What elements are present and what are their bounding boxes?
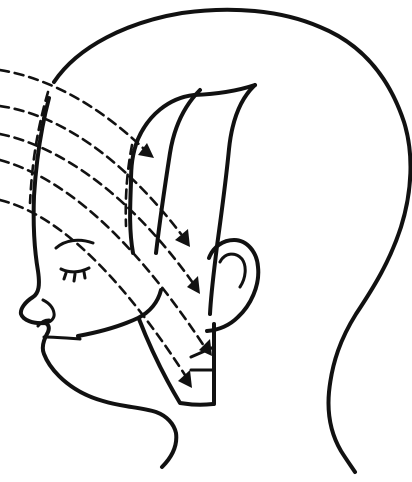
- arrowhead-2: [175, 229, 190, 247]
- face-profile: [21, 98, 176, 467]
- bandage-inner-line: [156, 90, 200, 253]
- ear-inner: [220, 254, 245, 287]
- eye-lash-3: [84, 272, 85, 278]
- jaw-wrap: [78, 290, 161, 336]
- mouth-line: [44, 337, 80, 339]
- arrowhead-1: [138, 143, 154, 158]
- dashed-arrow-5: [0, 200, 185, 375]
- dashed-arrow-3: [0, 134, 193, 283]
- eye-lash-1: [64, 273, 66, 279]
- brow: [56, 240, 93, 248]
- bandage-back-band: [210, 85, 255, 314]
- eye-lash-2: [74, 274, 75, 281]
